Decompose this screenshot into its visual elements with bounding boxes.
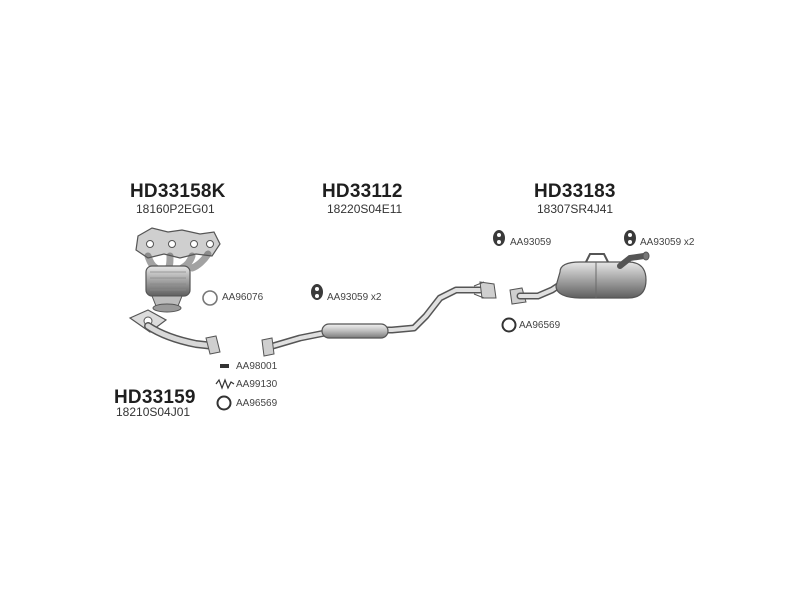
front-pipe-part-number: HD33159	[114, 387, 196, 408]
manifold-runners	[144, 250, 212, 272]
front-pipe-end-flange	[205, 335, 221, 355]
rubber-hanger-icon	[493, 230, 505, 246]
hanger-rear-right-ref: AA93059 x2	[640, 237, 695, 248]
hanger-rear-left-ref: AA93059	[510, 237, 552, 248]
spring-front-ref: AA99130	[236, 379, 278, 390]
exhaust-manifold	[135, 227, 221, 313]
middle-pipe	[261, 281, 497, 357]
rubber-hanger-icon	[624, 230, 636, 246]
gasket-manifold-ref: AA96076	[222, 292, 264, 303]
sealing-ring-icon	[501, 317, 517, 333]
bolt-icon	[220, 364, 229, 368]
spring-icon	[215, 378, 235, 390]
middle-pipe-outlet-flange	[479, 281, 497, 299]
middle-oem-number: 18220S04E11	[327, 202, 403, 216]
rear-muffler	[555, 261, 647, 299]
bolt-front-ref: AA98001	[236, 361, 278, 372]
ring-rear-ref: AA96569	[519, 320, 561, 331]
middle-pipe-inlet-flange	[261, 337, 275, 357]
resonator	[321, 323, 389, 339]
manifold-oem-number: 18160P2EG01	[136, 202, 215, 216]
ring-front-ref: AA96569	[236, 398, 278, 409]
rear-muffler-assembly	[509, 251, 650, 305]
manifold-part-number: HD33158K	[130, 181, 226, 202]
catalytic-converter	[145, 265, 191, 297]
front-pipe	[128, 309, 221, 355]
rear-oem-number: 18307SR4J41	[537, 202, 614, 216]
middle-part-number: HD33112	[322, 181, 403, 202]
rubber-hanger-icon	[311, 284, 323, 300]
sealing-ring-icon	[216, 395, 232, 411]
gasket-ring-icon	[202, 290, 218, 306]
hanger-middle-ref: AA93059 x2	[327, 292, 382, 303]
rear-part-number: HD33183	[534, 181, 616, 202]
front-pipe-oem-number: 18210S04J01	[116, 405, 191, 419]
tail-pipe	[617, 253, 647, 269]
